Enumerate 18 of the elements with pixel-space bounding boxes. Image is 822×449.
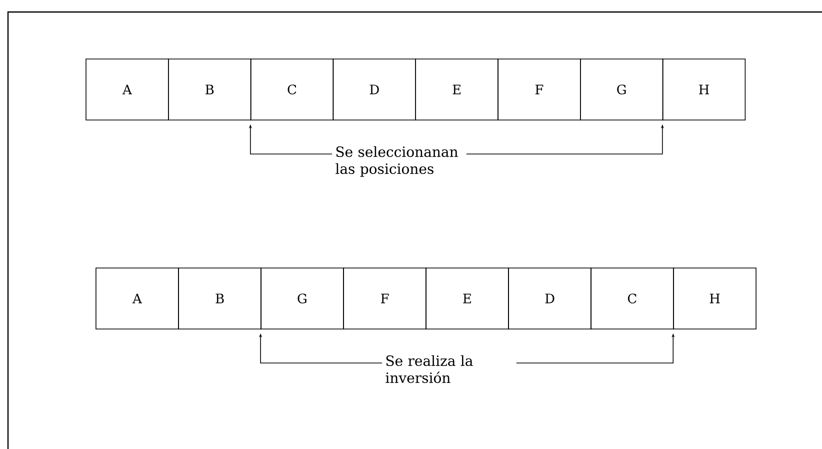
array-cell: F: [498, 58, 581, 120]
array-cell: D: [508, 268, 592, 330]
caption-text: Se realiza la inversión: [386, 355, 473, 384]
array-cell: D: [332, 58, 416, 120]
array-cell: C: [250, 58, 334, 120]
array-cell: E: [415, 58, 498, 120]
array-cell: G: [260, 268, 344, 330]
array-cell: B: [168, 58, 252, 120]
array-cell: E: [426, 268, 509, 330]
array-cell: A: [96, 268, 179, 330]
array-cell: B: [178, 268, 262, 330]
array-cell: F: [343, 268, 426, 330]
array-cell: C: [590, 268, 674, 330]
caption-text: Se seleccionanan las posiciones: [336, 146, 458, 177]
array-cell: A: [86, 58, 169, 120]
array-cell: G: [580, 58, 664, 120]
array-cell: H: [662, 58, 746, 120]
array-cell: H: [673, 268, 756, 330]
